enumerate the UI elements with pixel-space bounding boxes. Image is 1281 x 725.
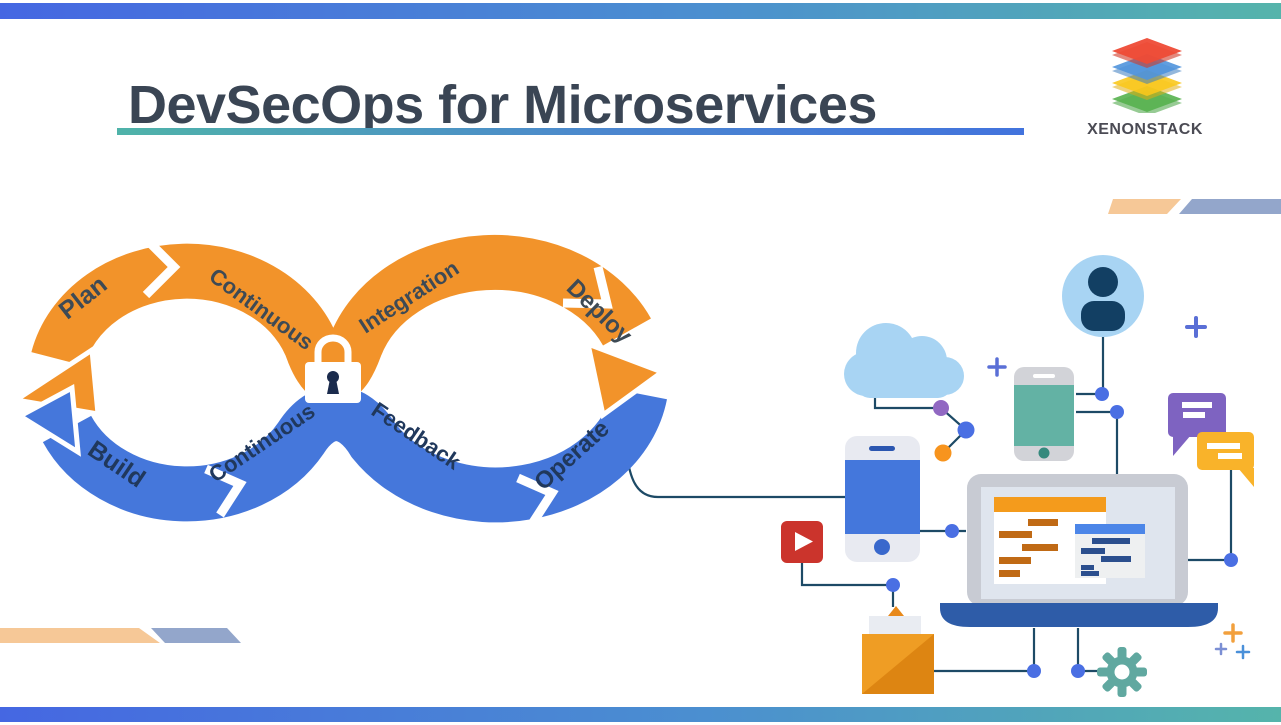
laptop-code-icon <box>940 474 1218 627</box>
connector-play-to-envelope <box>800 563 895 607</box>
dev-band <box>31 234 651 404</box>
node-purple <box>933 400 949 416</box>
bottom-accent-bar <box>0 707 1281 722</box>
connector-laptop-to-bubble <box>1188 470 1233 562</box>
connector-laptop-to-gear <box>1076 628 1101 673</box>
xenonstack-logo <box>1106 33 1188 113</box>
layered-stack-icon <box>1112 38 1182 113</box>
blue-smartphone-icon <box>845 436 920 562</box>
code-window-blue <box>1075 524 1145 578</box>
build-arrowhead <box>15 384 81 457</box>
corner-decoration-bottom-left <box>0 628 241 643</box>
sparkle-plus-icon <box>987 316 1251 660</box>
network-nodes-icon <box>933 400 975 462</box>
node-orange <box>934 444 952 462</box>
chat-bubble-yellow-icon <box>1197 432 1254 487</box>
chat-bubble-purple-icon <box>1168 393 1226 456</box>
top-accent-bar <box>0 3 1281 19</box>
laptop-base <box>940 603 1218 627</box>
video-play-icon <box>781 521 823 563</box>
teal-smartphone-icon <box>1014 367 1074 461</box>
ops-band <box>42 386 667 523</box>
gear-icon <box>1097 647 1147 697</box>
connector-loop-to-phone <box>624 447 845 499</box>
user-avatar-icon <box>1062 255 1144 337</box>
connector-phone-to-laptop-top <box>1076 410 1119 474</box>
devsecops-infinity-loop: Plan Continuous Integration Deploy Build… <box>9 234 668 527</box>
node-blue <box>957 421 975 439</box>
deploy-arrowhead <box>584 340 668 420</box>
brand-name: XENONSTACK <box>1087 121 1203 138</box>
corner-decoration-top-right <box>1108 199 1281 214</box>
security-lock-icon <box>305 334 361 403</box>
connector-avatar-to-phone <box>1076 337 1105 396</box>
email-envelope-icon <box>862 606 934 694</box>
logo-layer-red <box>1112 38 1182 68</box>
connection-dots <box>886 387 1238 678</box>
page-title: DevSecOps for Microservices <box>128 75 877 136</box>
segment-cuts <box>142 235 613 527</box>
cloud-icon <box>844 323 964 398</box>
title-underline <box>117 128 1024 135</box>
connector-envelope-to-laptop <box>934 628 1036 673</box>
